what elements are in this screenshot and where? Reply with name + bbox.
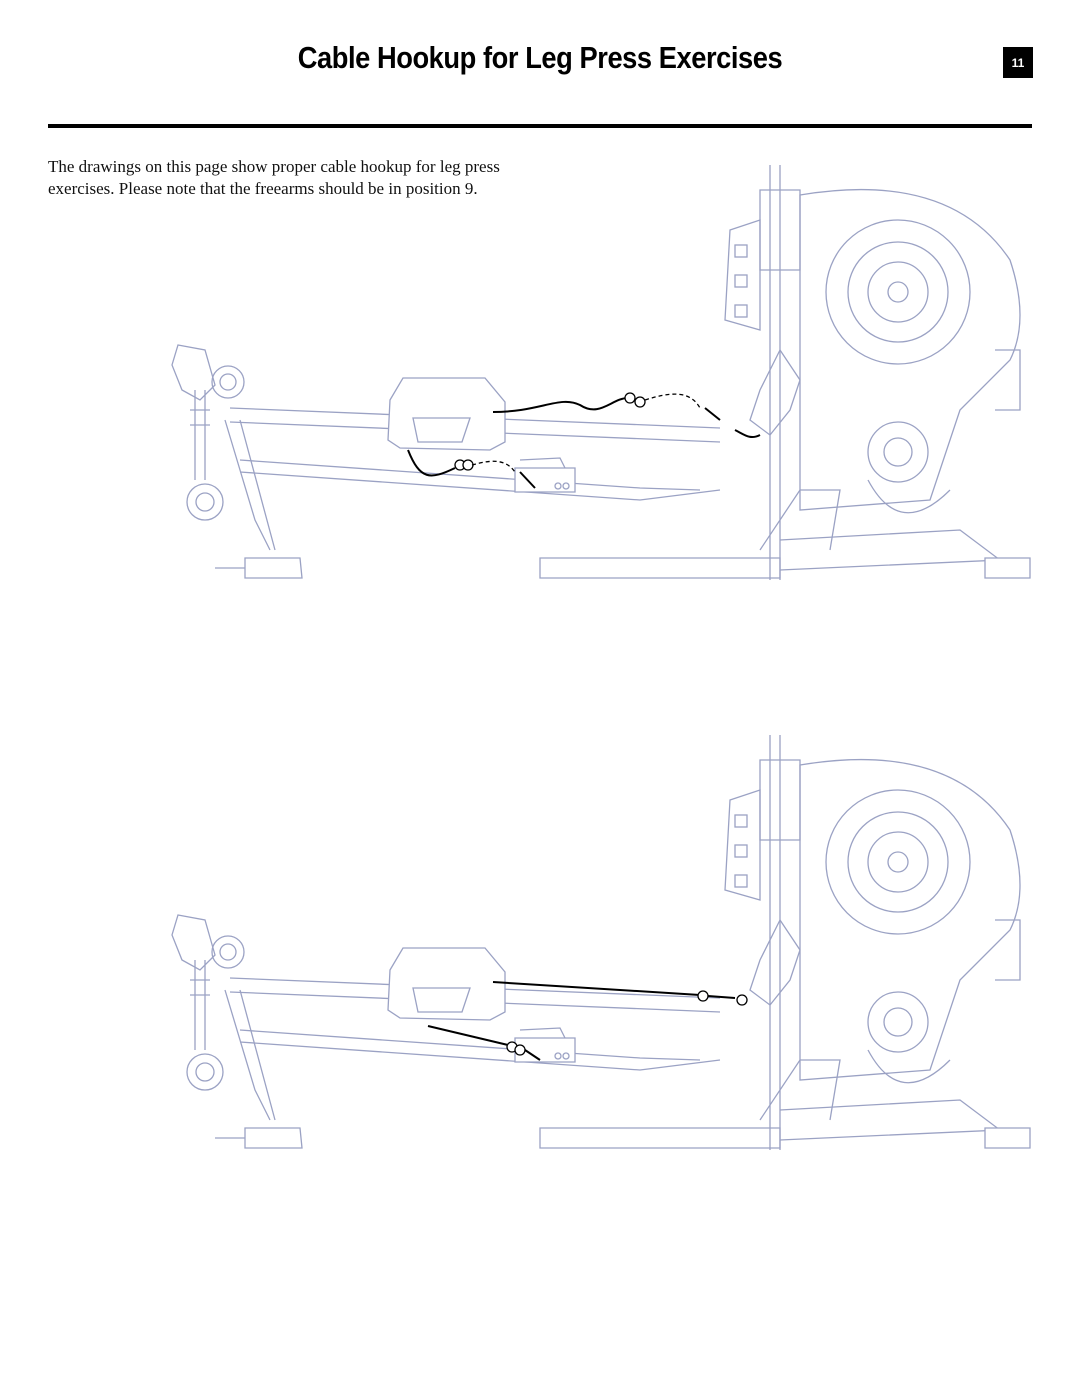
- header-rule: [48, 124, 1032, 128]
- intro-paragraph: The drawings on this page show proper ca…: [48, 156, 648, 200]
- page-number-badge: 11: [1003, 47, 1033, 78]
- cable-unhooked: [407, 392, 761, 489]
- intro-line-1: The drawings on this page show proper ca…: [48, 157, 500, 176]
- machine-illustration-unhooked: [171, 165, 1031, 580]
- machine-illustration-hooked: [171, 735, 1031, 1150]
- cable-hooked: [427, 981, 748, 1061]
- intro-line-2: exercises. Please note that the freearms…: [48, 179, 478, 198]
- page-title: Cable Hookup for Leg Press Exercises: [297, 40, 783, 75]
- machine-line-art: [171, 165, 1031, 580]
- machine-line-art: [171, 735, 1031, 1150]
